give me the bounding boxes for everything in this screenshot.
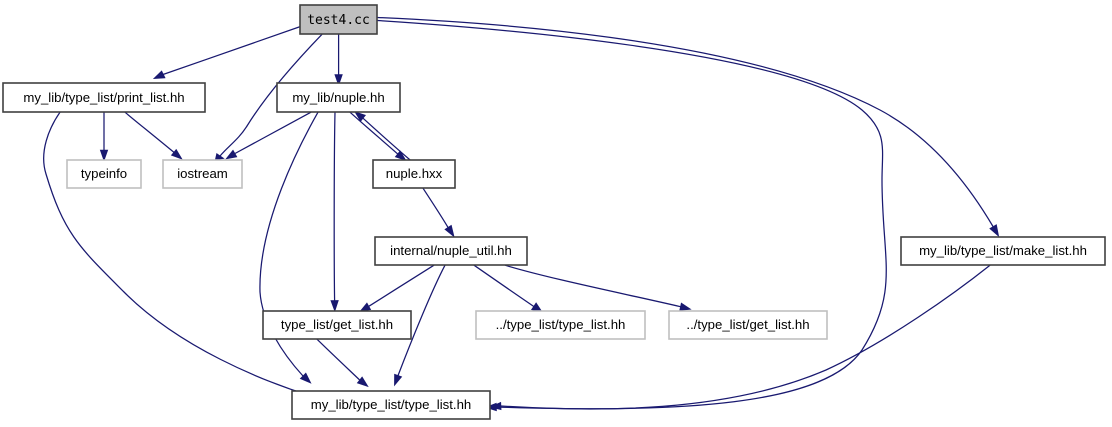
node-typeinfo[interactable]: typeinfo: [66, 159, 142, 189]
edge-print_list-to-iostream: [124, 111, 183, 160]
edge-make_list-to-type_list: [489, 264, 991, 411]
edge-nuple-to-get_list: [330, 112, 339, 313]
node-label-internal-nuple-util-hh: internal/nuple_util.hh: [390, 243, 512, 258]
node-label-print-list-hh: my_lib/type_list/print_list.hh: [23, 90, 184, 105]
node-label-nuple-hxx: nuple.hxx: [386, 166, 443, 181]
edge-test4-to-print_list: [152, 25, 301, 79]
node-rel-get-list-hh[interactable]: ../type_list/get_list.hh: [668, 310, 828, 340]
edge-get_list-to-type_list: [316, 338, 369, 388]
edge-print_list-to-type_list: [43, 111, 322, 400]
edge-test4-to-make_list: [377, 16, 1000, 238]
edge-nuple_hxx-to-nuple: [354, 111, 411, 161]
node-label-test4-cc: test4.cc: [307, 13, 370, 28]
node-label-make-list-hh: my_lib/type_list/make_list.hh: [919, 243, 1087, 258]
node-make-list-hh[interactable]: my_lib/type_list/make_list.hh: [900, 236, 1106, 266]
edge-nuple-to-type_list: [259, 111, 319, 384]
edge-nuple_hxx-to-nuple_util: [422, 187, 455, 238]
node-label-rel-get-list-hh: ../type_list/get_list.hh: [686, 317, 809, 332]
node-nuple-hxx[interactable]: nuple.hxx: [372, 159, 456, 189]
edge-nuple-to-iostream: [225, 111, 312, 160]
node-label-rel-type-list-hh: ../type_list/type_list.hh: [496, 317, 626, 332]
edge-nuple_util-to-type_list: [394, 264, 446, 387]
node-label-iostream: iostream: [177, 166, 228, 181]
edge-nuple_util-to-get_list: [359, 264, 435, 313]
node-internal-nuple-util-hh[interactable]: internal/nuple_util.hh: [374, 236, 528, 266]
node-test4-cc[interactable]: test4.cc: [299, 4, 378, 35]
edge-nuple_util-to-rel_get_list: [504, 264, 692, 311]
node-label-type-list-get-list-hh: type_list/get_list.hh: [281, 317, 393, 332]
node-label-nuple-hh: my_lib/nuple.hh: [292, 90, 384, 105]
node-type-list-get-list-hh[interactable]: type_list/get_list.hh: [262, 310, 412, 340]
edge-test4-to-nuple: [334, 34, 343, 87]
edge-test4-to-type_list: [377, 19, 887, 412]
edge-nuple-to-nuple_hxx: [349, 111, 407, 162]
node-layer: test4.cc my_lib/type_list/print_list.hh …: [2, 4, 1106, 420]
node-print-list-hh[interactable]: my_lib/type_list/print_list.hh: [2, 82, 206, 113]
node-label-typeinfo: typeinfo: [81, 166, 127, 181]
edge-layer: [43, 16, 1000, 412]
node-my-lib-type-list-type-list-hh[interactable]: my_lib/type_list/type_list.hh: [291, 390, 491, 420]
node-nuple-hh[interactable]: my_lib/nuple.hh: [276, 82, 401, 113]
edge-test4-to-iostream: [214, 33, 323, 161]
node-label-my-lib-type-list-type-list-hh: my_lib/type_list/type_list.hh: [311, 397, 472, 412]
node-rel-type-list-hh[interactable]: ../type_list/type_list.hh: [475, 310, 646, 340]
node-iostream[interactable]: iostream: [162, 159, 243, 189]
edge-print_list-to-typeinfo: [99, 112, 109, 162]
